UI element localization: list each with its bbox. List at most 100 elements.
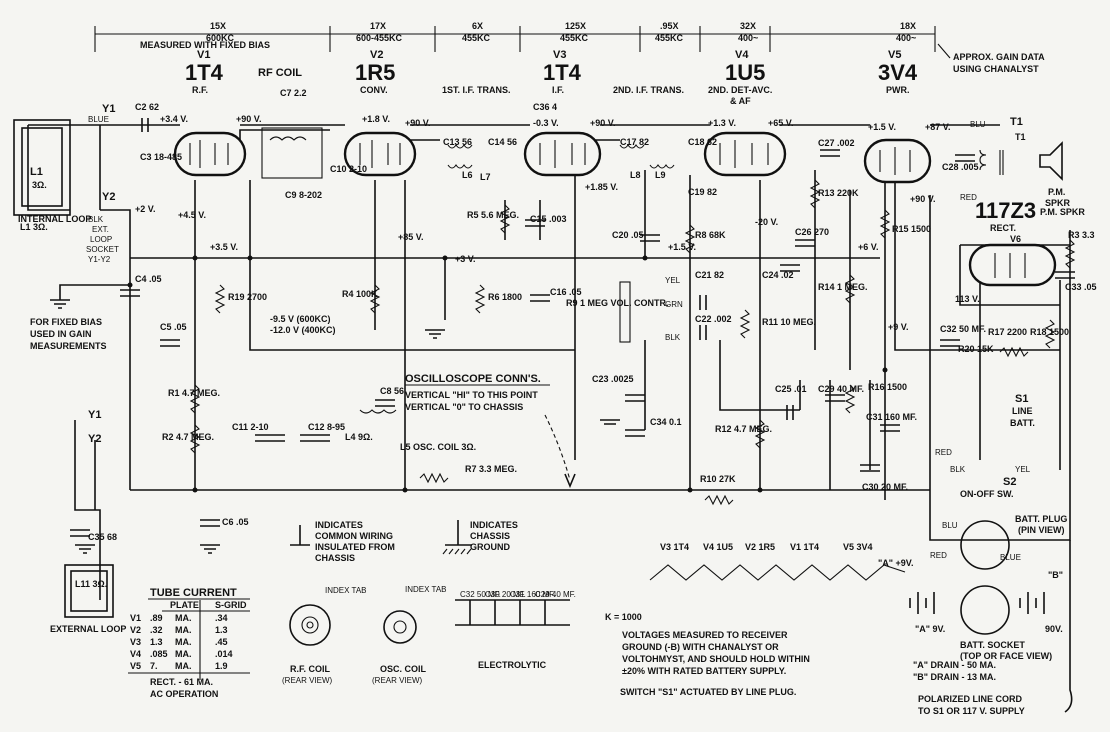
label-r11: R11 10 MEG.: [762, 317, 816, 327]
svg-text:PLATE: PLATE: [170, 600, 199, 610]
junction-dots: [127, 255, 888, 493]
label-r14: R14 1 MEG.: [818, 282, 868, 292]
label-r7: R7 3.3 MEG.: [465, 464, 517, 474]
svg-text:V4: V4: [130, 649, 141, 659]
label-l9: L9: [655, 170, 666, 180]
l6-l7-if-trans: [447, 144, 473, 149]
capacitor-c30: [860, 464, 880, 472]
label-c21: C21 82: [695, 270, 724, 280]
wire-color-tags: BLUE BLK YEL GRN BLK BLU RED RED BLK YEL…: [88, 115, 1031, 562]
label-c18: C18 62: [688, 137, 717, 147]
svg-text:V2 1R5: V2 1R5: [745, 542, 775, 552]
svg-text:BLK: BLK: [665, 333, 681, 342]
label-l4: L4 9Ω.: [345, 432, 373, 442]
chassis-ground-icon: [600, 419, 620, 425]
svg-text:"B": "B": [1048, 570, 1063, 580]
tube-current-table: TUBE CURRENT PLATE S-GRID V1 .89 MA. .34…: [128, 587, 250, 699]
svg-text:C30 20 MF.: C30 20 MF.: [485, 590, 526, 599]
freq-label-6: 400~: [738, 33, 758, 43]
svg-text:C29 40 MF.: C29 40 MF.: [535, 590, 576, 599]
svg-text:MA.: MA.: [175, 637, 192, 647]
resistor-r12: [754, 419, 766, 449]
capacitor-c33: [1055, 271, 1075, 279]
svg-text:+1.5 V.: +1.5 V.: [668, 242, 696, 252]
label-c7: C7 2.2: [280, 88, 307, 98]
svg-text:"B" DRAIN - 13 MA.: "B" DRAIN - 13 MA.: [913, 672, 996, 682]
osc-coil-rear-view: [383, 610, 417, 644]
resistor-r18: [1044, 319, 1056, 349]
tube-ref-v1: V1: [197, 49, 210, 61]
label-r18: R18 1500: [1030, 327, 1069, 337]
svg-text:-9.5 V (600KC): -9.5 V (600KC): [270, 314, 331, 324]
freq-label-4: 455KC: [560, 33, 589, 43]
svg-text:VERTICAL "HI" TO THIS POINT: VERTICAL "HI" TO THIS POINT: [405, 390, 538, 400]
label-r2: R2 4.7 MEG.: [162, 432, 214, 442]
svg-text:+2 V.: +2 V.: [135, 204, 155, 214]
capacitor-c8: [375, 399, 395, 407]
svg-text:BLUE: BLUE: [1000, 553, 1021, 562]
svg-text:SPKR: SPKR: [1045, 198, 1071, 208]
svg-text:-12.0 V (400KC): -12.0 V (400KC): [270, 325, 336, 335]
volume-control-r9[interactable]: [619, 281, 631, 343]
svg-text:.45: .45: [215, 637, 228, 647]
label-c10: C10 2-10: [330, 164, 367, 174]
capacitor-c11: [255, 434, 285, 442]
freq-label-3: 455KC: [462, 33, 491, 43]
svg-text:1.3: 1.3: [150, 637, 163, 647]
capacitor-c23: [625, 394, 645, 402]
resistor-r3: [1064, 239, 1076, 269]
resistor-r7: [419, 472, 449, 484]
svg-text:BATT.: BATT.: [1010, 418, 1035, 428]
svg-text:+3.4 V.: +3.4 V.: [160, 114, 188, 124]
freq-label-2: 600-455KC: [356, 33, 403, 43]
capacitor-c2: [141, 118, 149, 132]
capacitor-c20: [640, 234, 660, 242]
svg-text:ELECTROLYTIC: ELECTROLYTIC: [478, 660, 547, 670]
svg-text:C31 160 MF.: C31 160 MF.: [510, 590, 555, 599]
tube-v1: [173, 131, 247, 177]
svg-text:MA.: MA.: [175, 661, 192, 671]
output-transformer-t1: [979, 149, 987, 171]
external-loop-l11: [64, 564, 114, 618]
svg-text:V4 1U5: V4 1U5: [703, 542, 733, 552]
label-c9: C9 8-202: [285, 190, 322, 200]
svg-text:V2: V2: [130, 625, 141, 635]
label-l5: L5 OSC. COIL 3Ω.: [400, 442, 476, 452]
svg-text:.085: .085: [150, 649, 168, 659]
label-c33: C33 .05: [1065, 282, 1097, 292]
label-c23: C23 .0025: [592, 374, 634, 384]
notes: K = 1000 VOLTAGES MEASURED TO RECEIVER G…: [605, 612, 810, 697]
svg-text:YEL: YEL: [1015, 465, 1031, 474]
capacitor-c15: [525, 219, 545, 227]
svg-text:MA.: MA.: [175, 649, 192, 659]
capacitor-c12: [300, 434, 330, 442]
gain-label-7: 18X: [900, 21, 916, 31]
svg-text:P.M.: P.M.: [1048, 187, 1065, 197]
svg-text:CHASSIS: CHASSIS: [470, 531, 510, 541]
tube-ref-v3: V3: [553, 49, 566, 61]
capacitor-c31: [880, 424, 900, 432]
svg-text:SWITCH "S1" ACTUATED BY LINE P: SWITCH "S1" ACTUATED BY LINE PLUG.: [620, 687, 796, 697]
speaker-icon: [1039, 141, 1063, 181]
tube-type-v6: 117Z3: [975, 198, 1036, 223]
label-c27: C27 .002: [818, 138, 855, 148]
svg-text:+1.8 V.: +1.8 V.: [362, 114, 390, 124]
label-l8: L8: [630, 170, 641, 180]
resistor-r15: [879, 209, 891, 239]
svg-text:FOR FIXED BIAS: FOR FIXED BIAS: [30, 317, 102, 327]
capacitor-c27: [820, 149, 840, 157]
svg-text:S1: S1: [1015, 393, 1028, 405]
svg-text:±20% WITH RATED BATTERY SUPPLY: ±20% WITH RATED BATTERY SUPPLY.: [622, 666, 786, 676]
label-c4: C4 .05: [135, 274, 162, 284]
svg-text:7.: 7.: [150, 661, 158, 671]
svg-text:113 V.: 113 V.: [955, 294, 980, 304]
label-r3: R3 3.3: [1068, 230, 1095, 240]
svg-text:BLK: BLK: [950, 465, 966, 474]
resistors: [189, 179, 1076, 506]
if1-label: 1ST. I.F. TRANS.: [442, 85, 511, 95]
svg-text:+87 V.: +87 V.: [925, 122, 950, 132]
svg-text:V5 3V4: V5 3V4: [843, 542, 873, 552]
tube-envelopes: [173, 131, 1057, 287]
svg-text:CHASSIS: CHASSIS: [315, 553, 355, 563]
label-c29: C29 40 MF.: [818, 384, 864, 394]
